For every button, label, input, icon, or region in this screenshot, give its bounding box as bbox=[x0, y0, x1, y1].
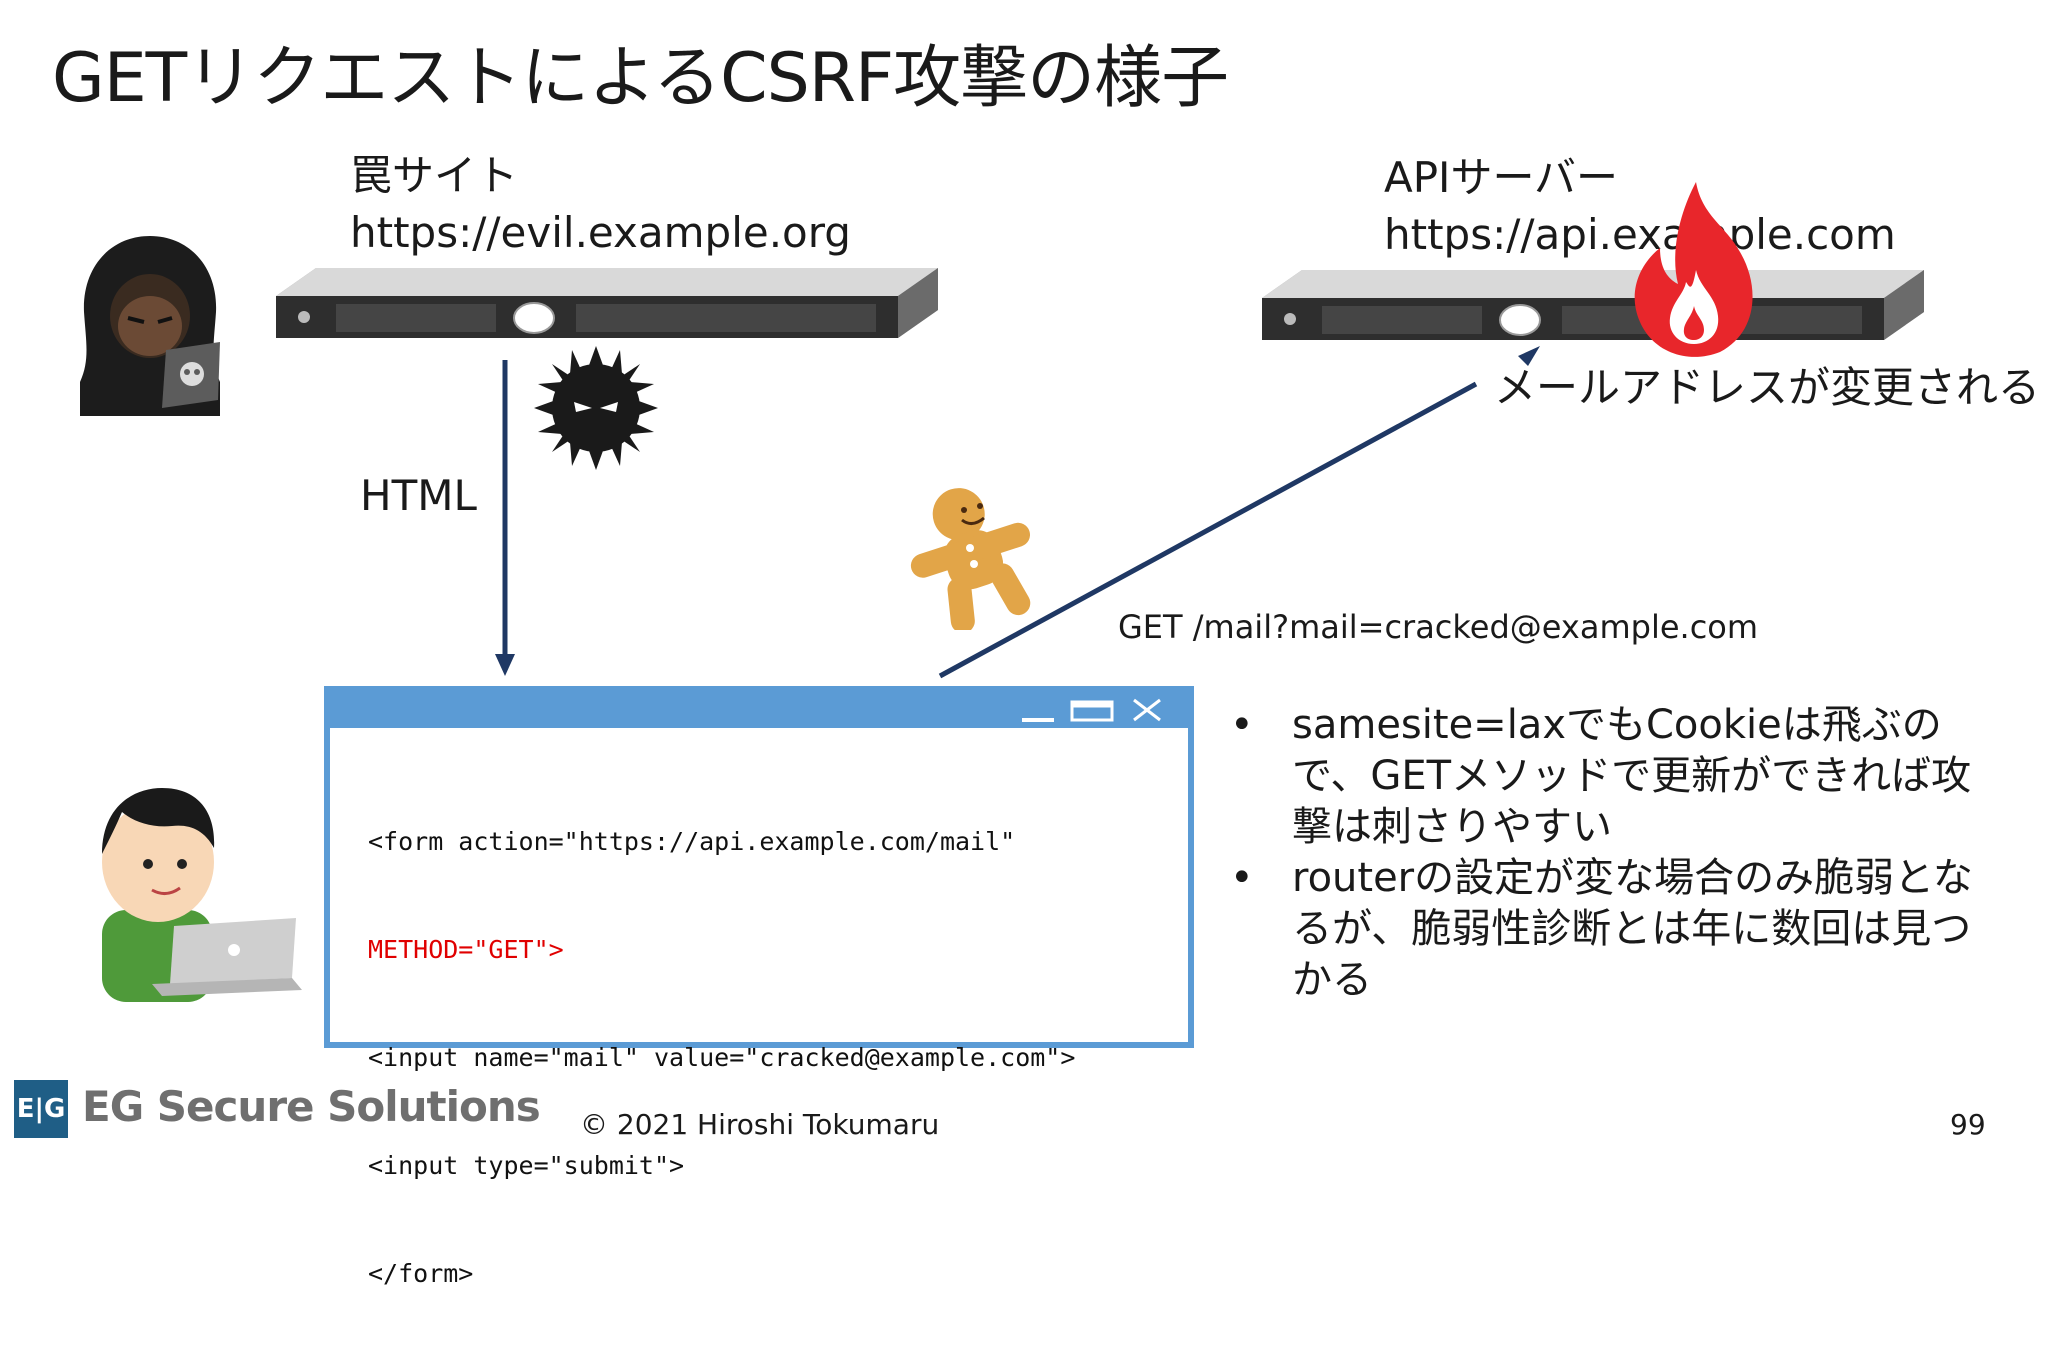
fire-icon bbox=[1634, 182, 1753, 357]
bullet-list: • samesite=laxでもCookieは飛ぶので、GETメソッドで更新がで… bbox=[1230, 700, 2010, 1006]
virus-icon bbox=[534, 346, 658, 470]
page-number: 99 bbox=[1950, 1108, 1986, 1141]
user-with-laptop-icon bbox=[102, 788, 302, 1002]
bullet-text: routerの設定が変な場合のみ脆弱となるが、脆弱性診断とは年に数回は見つかる bbox=[1292, 855, 1973, 1003]
html-code: <form action="https://api.example.com/ma… bbox=[368, 752, 1075, 1364]
trap-site-label: 罠サイト https://evil.example.org bbox=[350, 148, 851, 261]
bullet-item: • routerの設定が変な場合のみ脆弱となるが、脆弱性診断とは年に数回は見つか… bbox=[1230, 853, 2010, 1006]
browser-window: <form action="https://api.example.com/ma… bbox=[324, 686, 1194, 1288]
browser-title-bar bbox=[330, 692, 1188, 728]
request-label: GET /mail?mail=cracked@example.com bbox=[1118, 608, 1759, 646]
html-label: HTML bbox=[360, 471, 477, 520]
bullet-item: • samesite=laxでもCookieは飛ぶので、GETメソッドで更新がで… bbox=[1230, 700, 2010, 853]
bullet-text: samesite=laxでもCookieは飛ぶので、GETメソッドで更新ができれ… bbox=[1292, 702, 1972, 850]
api-server-icon bbox=[1262, 270, 1924, 340]
api-server-label: APIサーバー https://api.example.com bbox=[1384, 150, 1896, 263]
request-arrow bbox=[938, 346, 1540, 679]
copyright: © 2021 Hiroshi Tokumaru bbox=[580, 1108, 940, 1141]
api-server-url: https://api.example.com bbox=[1384, 209, 1896, 259]
code-line: <form action="https://api.example.com/ma… bbox=[368, 827, 1016, 856]
trap-site-name: 罠サイト bbox=[350, 151, 519, 200]
slide-title: GETリクエストによるCSRF攻撃の様子 bbox=[52, 39, 1229, 118]
hooded-hacker-icon bbox=[80, 236, 220, 416]
window-controls bbox=[1022, 698, 1161, 722]
code-line: <input name="mail" value="cracked@exampl… bbox=[368, 1043, 1076, 1072]
company-logo-mark: E|G bbox=[14, 1080, 68, 1138]
bullet-dot: • bbox=[1230, 855, 1254, 901]
code-line-method: METHOD="GET"> bbox=[368, 935, 564, 964]
result-label: メールアドレスが変更される bbox=[1494, 363, 2041, 412]
code-line: </form> bbox=[368, 1259, 474, 1288]
api-server-name: APIサーバー bbox=[1384, 153, 1619, 202]
html-arrow bbox=[495, 360, 515, 676]
gingerbread-cookie-icon bbox=[910, 488, 1031, 630]
code-line: <input type="submit"> bbox=[368, 1151, 685, 1180]
bullet-dot: • bbox=[1230, 702, 1254, 748]
trap-server-icon bbox=[276, 268, 938, 338]
close-icon bbox=[1133, 698, 1161, 722]
trap-site-url: https://evil.example.org bbox=[350, 207, 851, 257]
company-logo-text: EG Secure Solutions bbox=[82, 1082, 541, 1131]
maximize-icon bbox=[1070, 700, 1114, 722]
